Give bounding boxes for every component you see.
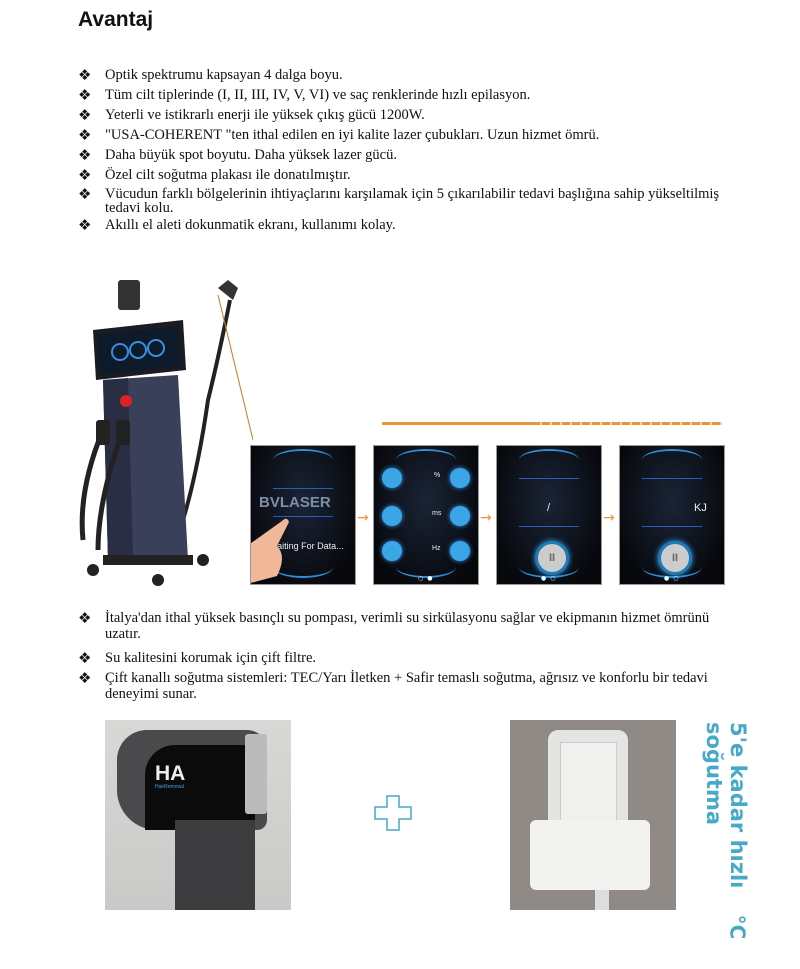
list-item: ❖ Su kalitesini korumak için çift filtre. [78,650,738,666]
value-display: / [547,502,551,514]
feature-text: "USA-COHERENT "ten ithal edilen en iyi k… [105,127,600,143]
feature-text: Su kalitesini korumak için çift filtre. [105,650,317,666]
feature-text: İtalya'dan ithal yüksek basınçlı su pomp… [105,610,710,642]
arrow-icon: → [357,510,369,526]
list-item: ❖ Vücudun farklı bölgelerinin ihtiyaçları… [78,185,738,216]
unit-label: % [434,472,441,479]
hand-pointer-icon [251,518,289,583]
list-item: ❖ Akıllı el aleti dokunmatik ekranı, kull… [78,217,738,233]
pause-button[interactable]: II [535,541,569,575]
diamond-bullet-icon: ❖ [78,609,92,627]
unit-label: ms [432,510,442,517]
list-item: ❖ "USA-COHERENT "ten ithal edilen en iyi … [78,127,738,143]
cooling-line-1: 5'e kadar hızlı [726,722,750,889]
feature-text: Özel cilt soğutma plakası ile donatılmış… [105,167,351,183]
plus-button[interactable] [382,541,402,561]
list-item: ❖ Daha büyük spot boyutu. Daha yüksek laz… [78,147,738,163]
feature-text: Akıllı el aleti dokunmatik ekranı, kulla… [105,217,396,233]
cooling-plate-photo [510,720,676,910]
list-item: ❖ Özel cilt soğutma plakası ile donatılmı… [78,167,738,183]
list-item: ❖ Optik spektrumu kapsayan 4 dalga boyu. [78,67,738,83]
diamond-bullet-icon: ❖ [78,126,92,144]
diamond-bullet-icon: ❖ [78,216,92,234]
feature-text: Tüm cilt tiplerinde (I, II, III, IV, V, … [105,87,531,103]
unit-label: KJ [694,502,707,514]
diamond-bullet-icon: ❖ [78,166,92,184]
diamond-bullet-icon: ❖ [78,146,92,164]
feature-text: Çift kanallı soğutma sistemleri: TEC/Yar… [105,670,708,702]
screen-energy: / II ●○ [496,445,602,585]
feature-text: Optik spektrumu kapsayan 4 dalga boyu. [105,67,343,83]
screen-total-energy: KJ II ●○ [619,445,725,585]
arrow-icon: → [603,510,615,526]
minus-button[interactable] [450,468,470,488]
feature-text: Vücudun farklı bölgelerinin ihtiyaçların… [105,186,720,216]
list-item: ❖ İtalya'dan ithal yüksek basınçlı su pom… [78,610,738,642]
list-item: ❖ Yeterli ve istikrarlı enerji ile yüksek… [78,107,738,123]
minus-button[interactable] [450,506,470,526]
handpiece-photo: HA HairRemoval [105,720,291,910]
handpiece-subtitle: HairRemoval [155,784,184,790]
screen-welcome: BVLASER Waiting For Data... [250,445,356,585]
arrow-icon: → [480,510,492,526]
handpiece-logo: HA [155,762,186,785]
feature-text: Daha büyük spot boyutu. Daha yüksek laze… [105,147,397,163]
diamond-bullet-icon: ❖ [78,185,92,203]
progress-line [382,422,722,425]
cooling-line-2: soğutma [702,722,726,826]
list-item: ❖ Tüm cilt tiplerinde (I, II, III, IV, V,… [78,87,738,103]
temperature-unit: °C [725,914,750,940]
brand-logo: BVLASER [259,494,331,511]
list-item: ❖ Çift kanallı soğutma sistemleri: TEC/Ya… [78,670,738,702]
feature-list-2: ❖ İtalya'dan ithal yüksek basınçlı su pom… [78,610,738,706]
diamond-bullet-icon: ❖ [78,649,92,667]
page-title: Avantaj [78,8,154,31]
waiting-text: Waiting For Data... [269,541,344,551]
feature-text: Yeterli ve istikrarlı enerji ile yüksek … [105,107,425,123]
plus-button[interactable] [382,506,402,526]
diamond-bullet-icon: ❖ [78,106,92,124]
minus-button[interactable] [450,541,470,561]
diamond-bullet-icon: ❖ [78,86,92,104]
diamond-bullet-icon: ❖ [78,66,92,84]
unit-label: Hz [432,545,441,552]
plus-button[interactable] [382,468,402,488]
feature-list: ❖Optik spektrumu kapsayan 4 dalga boyu. … [78,67,738,237]
pause-button[interactable]: II [658,541,692,575]
diamond-bullet-icon: ❖ [78,669,92,687]
cooling-caption: 5'e kadar hızlı soğutma [702,722,750,888]
plus-outline-icon [374,795,412,831]
screen-parameters: % ms Hz ○● [373,445,479,585]
